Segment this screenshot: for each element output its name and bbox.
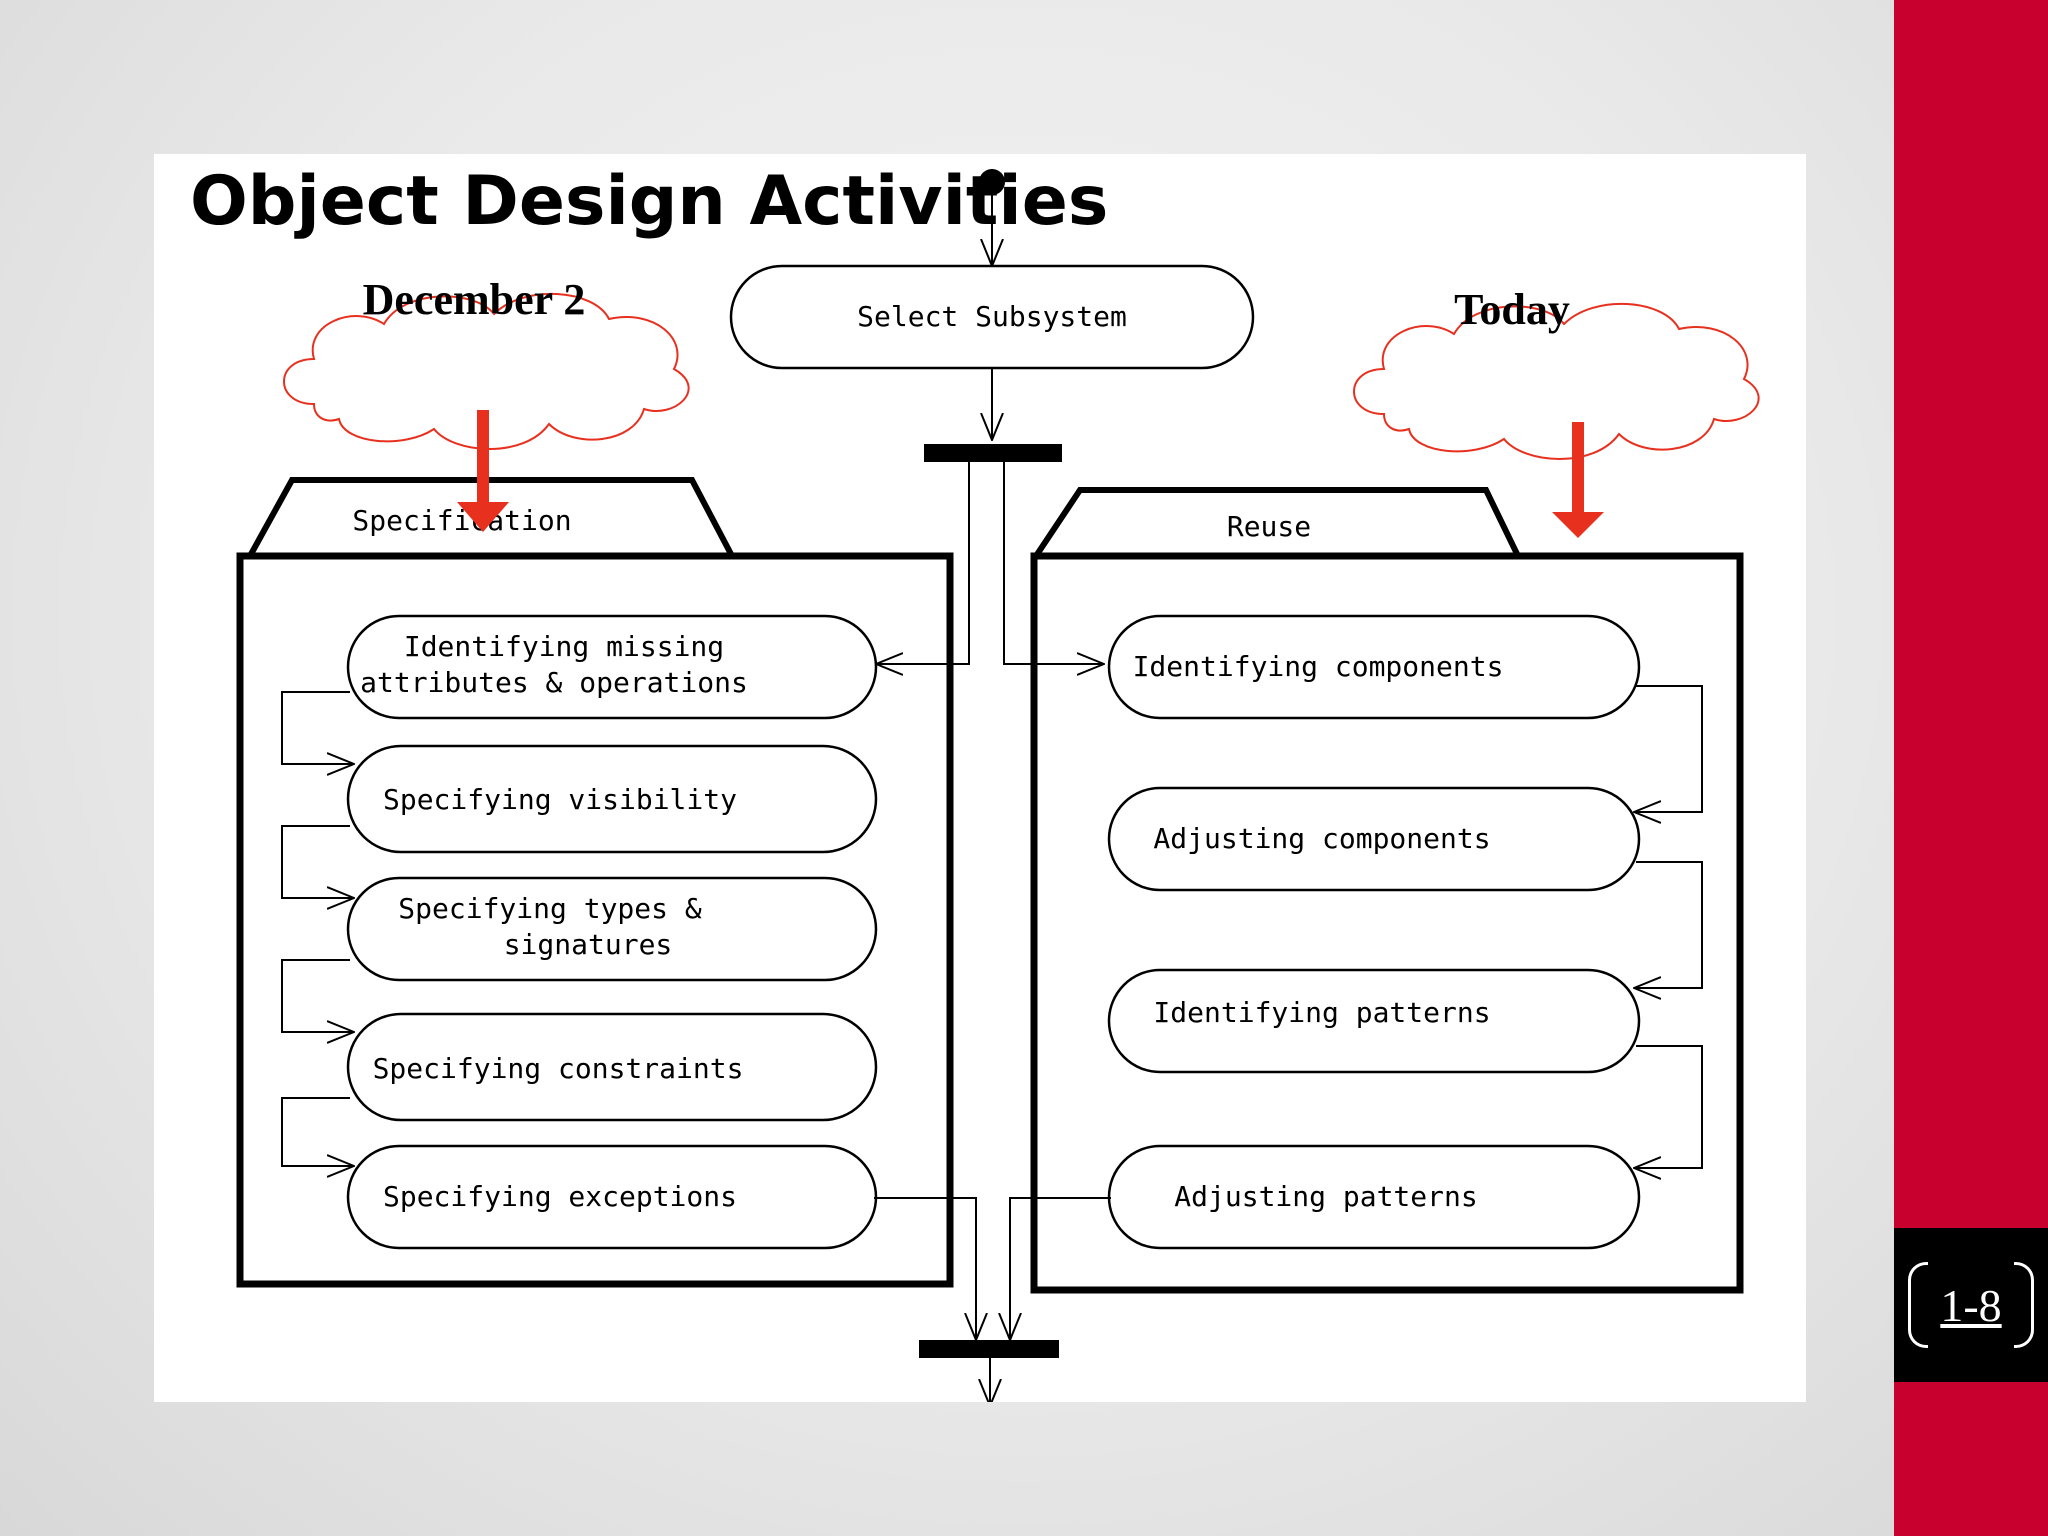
page-number-box [1894,1228,2048,1382]
red-arrow-right-shaft [1572,422,1584,518]
activity-specifying-types-line1: Specifying types & [398,892,702,925]
activity-adjusting-components [1107,786,1641,892]
activity-identifying-missing-line2: attributes & operations [360,666,748,699]
activity-adjusting-patterns-label: Adjusting patterns [1174,1180,1477,1213]
activity-diagram: Object Design Activities Select Subsyste… [190,162,1760,1402]
activity-specifying-visibility [346,744,878,854]
cloud-left-label: December 2 [363,275,586,324]
slide-title: Object Design Activities [190,162,1108,241]
activity-select-subsystem-label: Select Subsystem [857,300,1127,333]
flow-reuse-3-to-4 [1634,1045,1703,1168]
reuse-label: Reuse [1227,510,1311,543]
activity-adjusting-components-label: Adjusting components [1153,822,1490,855]
flow-spec-2-to-3 [281,825,354,898]
activity-identifying-missing [346,614,878,720]
flow-spec-to-join [874,1197,976,1340]
activity-identifying-patterns [1107,968,1641,1074]
flow-fork-to-reuse [1003,462,1104,664]
page-bracket-left [1908,1262,1928,1348]
activity-specifying-constraints-label: Specifying constraints [373,1052,744,1085]
red-arrow-left-shaft [477,410,489,506]
cloud-right-label: Today [1454,285,1570,334]
join-bar [919,1340,1059,1358]
specification-label: Specification [352,504,571,537]
activity-specifying-types [346,876,878,982]
fork-bar [924,444,1062,462]
specification-package [236,552,954,1288]
flow-spec-3-to-4 [281,959,354,1032]
flow-reuse-1-to-2 [1634,685,1703,812]
activity-specifying-exceptions-label: Specifying exceptions [383,1180,737,1213]
red-arrow-right-head [1552,512,1604,538]
activity-identifying-missing-line1: Identifying missing [404,630,724,663]
activity-specifying-types-line2: signatures [504,928,673,961]
flow-spec-4-to-5 [281,1097,354,1166]
activity-identifying-components-label: Identifying components [1133,650,1504,683]
cloud-left [283,292,690,450]
page-number: 1-8 [1940,1279,2002,1331]
red-arrow-left-head [457,502,509,532]
activity-identifying-patterns-label: Identifying patterns [1153,996,1490,1029]
activity-specifying-constraints [346,1012,878,1122]
flow-spec-1-to-2 [281,691,354,764]
flow-reuse-2-to-3 [1634,861,1703,988]
slide-image: Object Design Activities Select Subsyste… [154,154,1806,1402]
reuse-package [1030,552,1744,1294]
flow-fork-to-specification [876,462,970,664]
activity-identifying-components [1107,614,1641,720]
flow-reuse-to-join [1010,1197,1111,1340]
cloud-right [1353,302,1760,460]
activity-specifying-visibility-label: Specifying visibility [383,783,737,816]
